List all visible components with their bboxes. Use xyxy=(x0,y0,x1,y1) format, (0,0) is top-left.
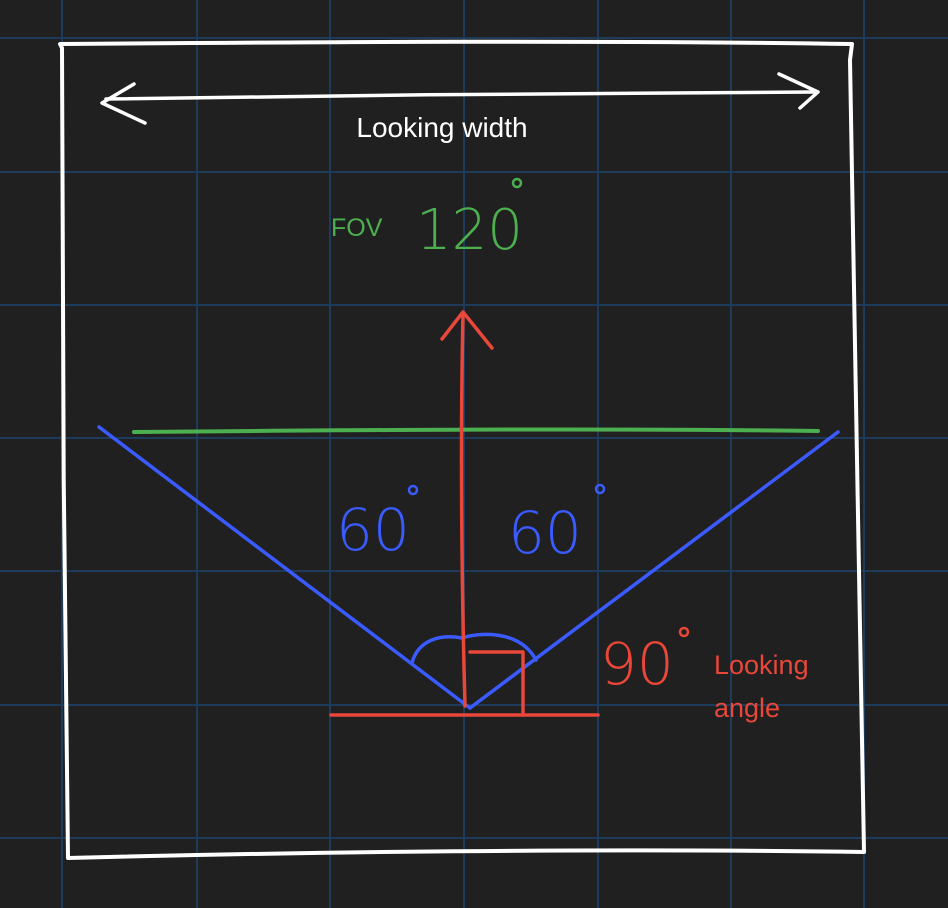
right-angle-degree-icon xyxy=(594,483,606,495)
right-angle-value-degree-icon xyxy=(678,626,690,638)
fov-prefix-label: FOV xyxy=(331,214,383,242)
right-angle-label: 60 xyxy=(508,499,582,567)
looking-width-arrow xyxy=(100,72,820,125)
looking-angle-label-line2: angle xyxy=(714,693,780,723)
left-angle-degree-icon xyxy=(407,484,419,496)
frame xyxy=(58,39,866,860)
fov-value-label: 120 xyxy=(416,198,523,263)
arrowhead-left-icon xyxy=(100,82,147,125)
looking-width-label: Looking width xyxy=(356,112,527,143)
view-cone-left-edge xyxy=(97,425,472,710)
width-arrow-shaft xyxy=(104,90,816,101)
right-angle-value-label: 90 xyxy=(600,630,674,698)
looking-angle-label-line1: Looking xyxy=(714,650,809,680)
right-angle-marker xyxy=(468,650,525,717)
direction-arrow-shaft xyxy=(459,312,467,708)
arrowhead-right-icon xyxy=(777,72,820,110)
looking-direction xyxy=(329,310,600,717)
fov-width-line xyxy=(132,427,820,434)
left-angle-label: 60 xyxy=(336,496,410,564)
fov-degree-icon xyxy=(511,177,523,189)
view-cone-right-edge xyxy=(468,430,840,710)
arrowhead-up-icon xyxy=(440,310,494,350)
